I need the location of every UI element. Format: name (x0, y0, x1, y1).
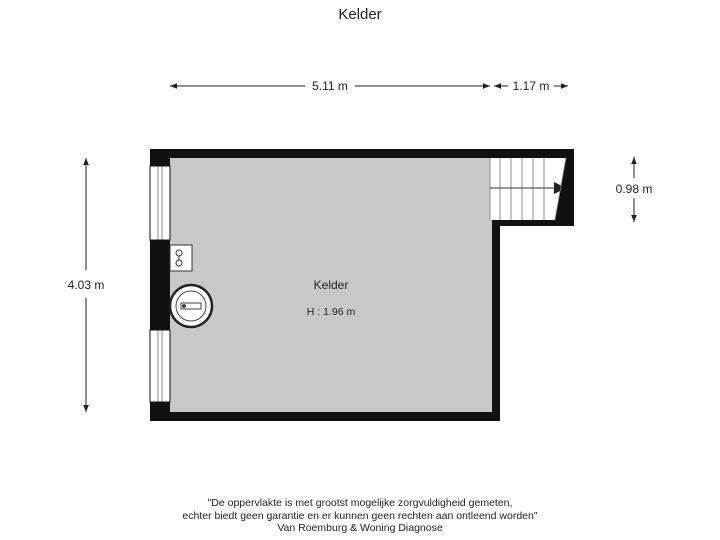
window-left-lower (149, 329, 171, 403)
room-ceiling-height: H : 1.96 m (307, 306, 356, 318)
disclaimer-line-1: "De oppervlakte is met grootst mogelijke… (207, 497, 513, 509)
dimension-label-width-stair: 1.17 m (513, 79, 550, 93)
washing-machine-icon (168, 283, 214, 329)
dimension-height-main: 4.03 m (68, 158, 105, 412)
disclaimer-line-2: echter biedt geen garantie en er kunnen … (182, 509, 538, 522)
stair-direction-arrow-icon (554, 182, 566, 194)
dimension-label-height-stair: 0.98 m (616, 182, 653, 196)
window-left-upper (149, 165, 171, 241)
dimension-height-stair: 0.98 m (616, 157, 653, 222)
dimension-width-main: 5.11 m (170, 79, 490, 93)
room-floor (170, 158, 492, 412)
dimension-width-stair: 1.17 m (494, 79, 568, 93)
disclaimer-line-3: Van Roemburg & Woning Diagnose (277, 522, 443, 534)
stair (489, 157, 574, 221)
boiler-icon (169, 244, 193, 272)
dimension-label-width-main: 5.11 m (312, 79, 348, 93)
disclaimer: "De oppervlakte is met grootst mogelijke… (0, 497, 720, 535)
room-name: Kelder (314, 278, 349, 292)
dimension-label-height-main: 4.03 m (68, 278, 105, 292)
page-title: Kelder (338, 6, 382, 23)
